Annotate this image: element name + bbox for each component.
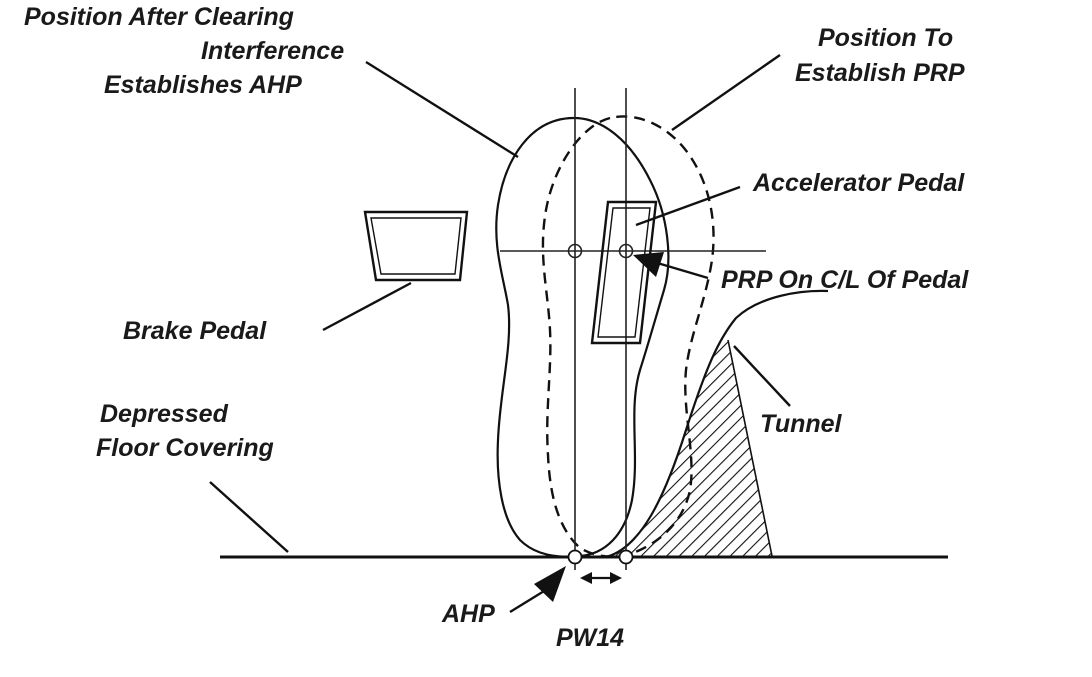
label-depressed-line1: Depressed <box>100 400 229 428</box>
shoe-outline-ahp <box>495 116 670 558</box>
label-tunnel: Tunnel <box>760 410 843 438</box>
leader-tunnel <box>733 345 791 407</box>
ahp-circle <box>567 549 583 565</box>
leader-position-after <box>365 60 519 159</box>
tunnel-outline <box>605 289 829 559</box>
label-brake-pedal: Brake Pedal <box>123 317 267 345</box>
label-position-to-line2: Establish PRP <box>795 59 965 87</box>
label-position-after-line1: Position After Clearing <box>24 3 294 31</box>
ahp-arrow <box>534 566 566 602</box>
label-position-after-line2: Interference <box>201 37 344 65</box>
tunnel-base-edge <box>727 339 773 557</box>
heel-ref-circle <box>567 243 583 259</box>
leader-position-to <box>671 54 781 131</box>
prp-arrow <box>633 252 709 280</box>
label-ahp: AHP <box>441 600 495 628</box>
shoe-outline-prp <box>541 115 715 558</box>
leader-brake <box>322 281 412 332</box>
accelerator-pedal-shape <box>590 200 658 345</box>
leader-accelerator <box>635 185 741 227</box>
pw14-dimension-arrow <box>580 572 622 584</box>
prp-floor-circle <box>618 549 634 565</box>
label-position-after-line3: Establishes AHP <box>104 71 302 99</box>
brake-pedal-shape <box>363 210 469 282</box>
label-depressed-line2: Floor Covering <box>96 434 274 462</box>
label-prp-on-cl: PRP On C/L Of Pedal <box>721 266 969 294</box>
label-position-to-line1: Position To <box>818 24 953 52</box>
label-accelerator-pedal: Accelerator Pedal <box>752 169 965 197</box>
label-pw14: PW14 <box>556 624 624 652</box>
prp-circle <box>618 243 634 259</box>
leader-floor <box>209 481 289 553</box>
